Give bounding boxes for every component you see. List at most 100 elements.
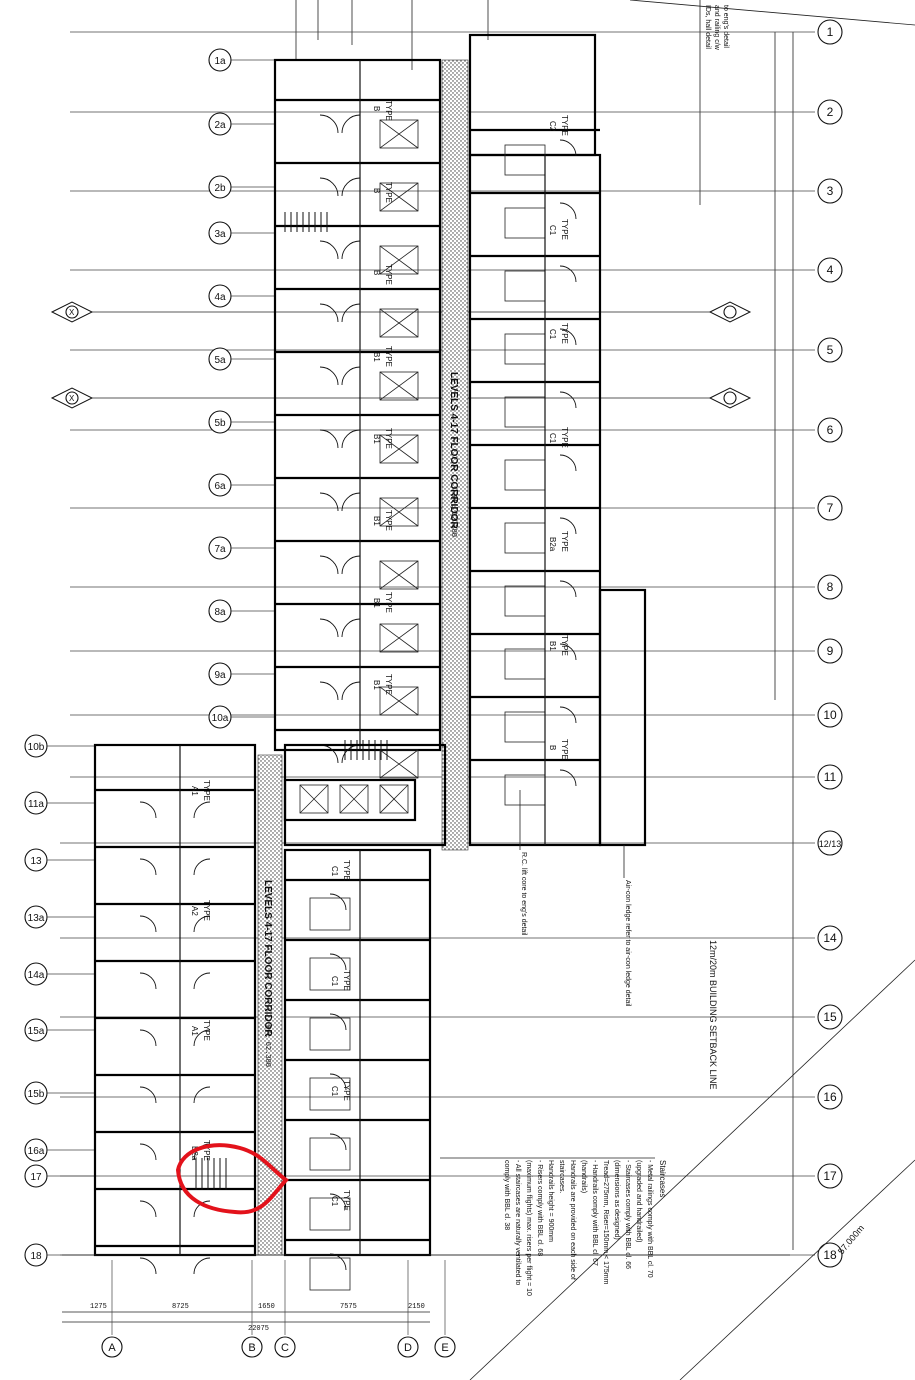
grid-left-label: 10a <box>212 713 229 724</box>
unit-sub-text: B1 <box>372 598 381 608</box>
notes-line: - Staircases comply with BBL cl. 66 <box>624 1160 631 1269</box>
grid-bubble-2: 2 <box>817 99 843 125</box>
grid-left-label: 10b <box>28 742 45 753</box>
grid-bubble-15b: 15b <box>24 1081 48 1105</box>
unit-sub-text: B1 <box>372 352 381 362</box>
unit-type-text: TYPE <box>342 860 351 881</box>
notes-line: staircases. <box>558 1160 565 1194</box>
grid-bubble-10b: 10b <box>24 734 48 758</box>
grid-bubble-14: 14 <box>817 925 843 951</box>
notes-line: Handrails are provided on each side of <box>569 1160 576 1280</box>
unit-sub-text: C1 <box>330 1086 339 1097</box>
section-markers: X X <box>50 301 752 409</box>
lift-callout: R.C. lift core to eng's detail <box>520 852 527 936</box>
bottom-dimension-line: 1275 8725 1650 7575 2150 22075 <box>62 1254 790 1333</box>
grid-bubble-14a: 14a <box>24 962 48 986</box>
grid-left-label: 5a <box>214 355 226 366</box>
grid-letter-label: D <box>404 1342 412 1354</box>
notes-line: (maximum flights) max. risers per flight… <box>525 1160 532 1296</box>
unit-type-text: TYPE <box>384 100 393 121</box>
grid-bubble-1: 1 <box>817 19 843 45</box>
right-dimension-line <box>774 32 794 1250</box>
grid-lines <box>60 31 815 1256</box>
staircase-notes: Staircases- Metal railings comply with B… <box>440 1157 667 1296</box>
dim-text: 22075 <box>248 1325 269 1333</box>
grid-letter-label: B <box>248 1342 255 1354</box>
unit-type-text: TYPE <box>342 970 351 991</box>
grid-bubble-18: 18 <box>817 1242 843 1268</box>
grid-left-label: 4a <box>214 292 226 303</box>
unit-sub-text: B1 <box>372 516 381 526</box>
grid-number-label: 4 <box>827 263 834 277</box>
grid-bubble-8: 8 <box>817 574 843 600</box>
grid-bubble-13: 13 <box>24 848 48 872</box>
grid-left-bubbles: 1a2a2b3a4a5a5b6a7a8a9a10a10b11a1313a14a1… <box>24 48 275 1267</box>
unit-sub-text: C1 <box>330 866 339 877</box>
grid-left-label: 15b <box>28 1089 45 1100</box>
notes-line: - Handrails comply with BBL cl. 67 <box>591 1160 598 1266</box>
unit-sub-text: C1 <box>548 433 557 444</box>
unit-sub-text: B1 <box>372 680 381 690</box>
grid-bubble-11a: 11a <box>24 791 48 815</box>
dim-text: 1275 <box>90 1303 107 1311</box>
unit-sub-text: C1 <box>548 329 557 340</box>
unit-type-text: TYPE <box>560 219 569 240</box>
unit-sub-text: A1 <box>190 1026 199 1036</box>
grid-left-label: 1a <box>214 56 226 67</box>
grid-number-label: 12/13 <box>819 839 842 849</box>
grid-bubble-9a: 9a <box>208 662 232 686</box>
unit-type-text: TYPE <box>202 900 211 921</box>
unit-type-text: TYPE <box>384 510 393 531</box>
grid-bubble-12/13: 12/13 <box>817 830 843 856</box>
grid-number-label: 16 <box>823 1090 837 1104</box>
unit-sub-text: C1 <box>330 1196 339 1207</box>
unit-sub-text: B <box>372 188 381 193</box>
grid-left-label: 14a <box>28 970 45 981</box>
top-callout-text: to eng's detail <box>722 5 729 48</box>
grid-left-label: 18 <box>30 1251 42 1262</box>
grid-bubble-18: 18 <box>24 1243 48 1267</box>
grid-bubble-4: 4 <box>817 257 843 283</box>
ffl-tag: FFL 62.300 <box>263 1025 271 1067</box>
notes-line: comply with BBL cl. 38 <box>503 1160 510 1230</box>
grid-bubble-5b: 5b <box>208 410 232 434</box>
grid-number-label: 6 <box>827 423 834 437</box>
grid-bubble-17: 17 <box>817 1163 843 1189</box>
unit-sub-text: B1 <box>372 434 381 444</box>
setback-label: 12m/20m BUILDING SETBACK LINE <box>708 940 718 1090</box>
grid-left-label: 8a <box>214 607 226 618</box>
grid-left-label: 15a <box>28 1026 45 1037</box>
grid-bubble-17: 17 <box>24 1164 48 1188</box>
grid-bubble-15a: 15a <box>24 1018 48 1042</box>
grid-bubble-13a: 13a <box>24 905 48 929</box>
grid-bubble-11: 11 <box>817 764 843 790</box>
grid-left-label: 17 <box>30 1172 42 1183</box>
grid-bubble-16a: 16a <box>24 1138 48 1162</box>
unit-type-text: TYPE <box>342 1190 351 1211</box>
grid-bubble-6a: 6a <box>208 473 232 497</box>
grid-left-label: 13 <box>30 856 42 867</box>
grid-number-label: 2 <box>827 105 834 119</box>
red-highlight-circle <box>175 1143 289 1215</box>
grid-bubble-2a: 2a <box>208 112 232 136</box>
notes-line: (dimensions as designed) <box>613 1160 620 1240</box>
unit-type-text: TYPE <box>560 739 569 760</box>
dim-text: 2150 <box>408 1303 425 1311</box>
unit-sub-text: A1 <box>190 786 199 796</box>
corridor-label-lower: LEVELS 4-17 FLOOR CORRIDOR <box>262 880 273 1037</box>
highlighted-staircase <box>195 1158 227 1190</box>
lower-building-block <box>93 743 447 1291</box>
